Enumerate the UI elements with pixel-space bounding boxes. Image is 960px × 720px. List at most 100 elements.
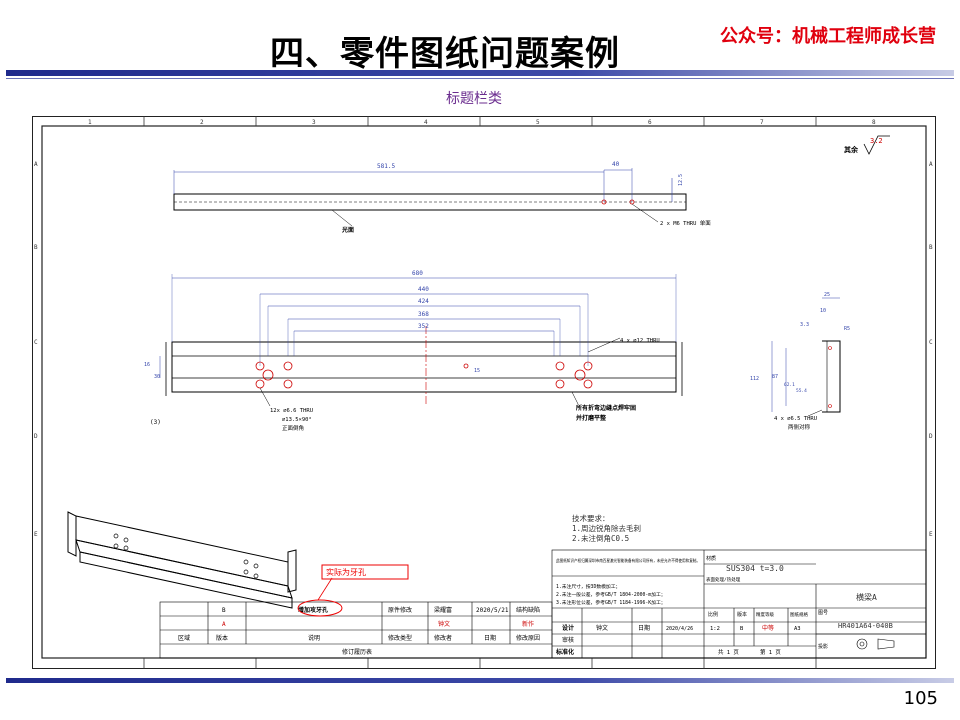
side-dim-25: 25 xyxy=(824,292,830,298)
csk-note-1: 12x ⌀6.6 THRU xyxy=(270,408,313,414)
rev-row1-type: 原件修改 xyxy=(388,606,412,614)
revision-table xyxy=(159,601,553,659)
rev-row1-reason: 结构缺陷 xyxy=(516,606,540,614)
annotation-circle xyxy=(297,599,343,617)
tb-total-pages: 共 1 页 xyxy=(718,648,739,656)
top-dim-581: 581.5 xyxy=(377,163,395,170)
top-dim-12: 12.5 xyxy=(678,174,684,186)
top-dim-40: 40 xyxy=(612,161,620,168)
tb-part-name: 横梁A xyxy=(856,592,877,602)
tech-req-2: 2.未注倒角C0.5 xyxy=(572,533,629,543)
front-dim-center: 15 xyxy=(474,368,480,374)
tech-requirements: 技术要求： 1.周边锐角除去毛刺 2.未注倒角C0.5 xyxy=(572,513,641,543)
grid-col-4: 4 xyxy=(424,119,428,126)
iso-view xyxy=(67,511,297,609)
front-hole xyxy=(583,379,593,389)
tb-scale: 1:2 xyxy=(710,626,720,632)
front-dim-left1: 16 xyxy=(144,362,150,368)
page-number: 105 xyxy=(903,688,938,709)
front-hole-note: 4 x ⌀12 THRU xyxy=(620,338,660,344)
rev-row2-who: 钟文 xyxy=(438,620,450,628)
top-view: 581.5 40 12.5 2 x M6 THRU 单面 光面 xyxy=(173,161,711,234)
title-block xyxy=(551,549,927,659)
weld-note-1: 所有折弯边缝点焊牢固 xyxy=(576,404,636,412)
grid-row-d: D xyxy=(34,433,38,440)
footer-rule xyxy=(6,678,954,683)
rev-caption: 修订履历表 xyxy=(342,648,372,656)
tech-req-title: 技术要求： xyxy=(572,513,610,523)
grid-row-b: B xyxy=(34,244,38,251)
front-hole xyxy=(283,361,293,371)
engineering-drawing: 1 2 3 4 5 6 7 8 A B C D E A B C D E 其余 3… xyxy=(32,116,936,669)
grid-row-d-right: D xyxy=(929,433,933,440)
tb-precision-label: 精度等级 xyxy=(756,611,774,618)
roughness-value: 3.2 xyxy=(870,137,883,145)
rev-hdr-date: 日期 xyxy=(484,634,496,642)
tb-part-no: HR401A64-040B xyxy=(838,622,893,630)
page-title: 四、零件图纸问题案例 xyxy=(270,34,620,74)
side-dim-10: 10 xyxy=(820,308,826,314)
tb-version-label: 版本 xyxy=(737,611,747,618)
tb-note-1: 1.未注尺寸，按3D数模加工； xyxy=(556,583,620,590)
tb-part-no-label: 图号 xyxy=(818,610,828,616)
roughness-label: 其余 xyxy=(844,145,859,154)
tb-notice: 此图纸知识产权归属深圳市南百星激光智能装备有限公司所有，未经允许不得使用和复制。 xyxy=(556,557,700,564)
side-dim-87: 87 xyxy=(772,374,778,380)
grid-col-7: 7 xyxy=(760,119,764,126)
rev-hdr-type: 修改类型 xyxy=(388,634,412,642)
side-dim-112: 112 xyxy=(750,376,759,382)
rev-row2-reason: 新作 xyxy=(522,620,534,628)
drawing-outer-frame xyxy=(32,116,936,669)
rev-row1-desc: 增加攻牙孔 xyxy=(298,606,328,614)
rev-hdr-reason: 修改原因 xyxy=(516,634,540,642)
grid-row-e: E xyxy=(34,531,38,538)
grid-col-6: 6 xyxy=(648,119,652,126)
front-hole xyxy=(555,379,565,389)
top-view-hole xyxy=(601,199,607,205)
surface-note: 光面 xyxy=(341,226,354,234)
header-rule-thin xyxy=(6,78,954,79)
grid-row-c: C xyxy=(34,339,38,346)
side-hole-note-1: 4 x ⌀6.5 THRU xyxy=(774,416,817,422)
front-hole-small xyxy=(463,363,469,369)
tb-size: A3 xyxy=(794,626,801,632)
rev-hdr-zone: 区域 xyxy=(178,634,190,642)
tb-design-label: 设计 xyxy=(562,624,574,632)
tb-designer: 钟文 xyxy=(596,624,608,632)
rev-row1-who: 梁耀富 xyxy=(434,606,452,614)
front-hole-large xyxy=(574,369,586,381)
tb-design-date: 2020/4/26 xyxy=(666,626,693,632)
rev-hdr-who: 修改者 xyxy=(434,634,452,642)
side-dim-62: 62.1 xyxy=(784,382,795,388)
grid-col-8: 8 xyxy=(872,119,876,126)
front-hole xyxy=(255,379,265,389)
tb-note-2: 2.未注一般公差，参考GB/T 1804-2000-m加工； xyxy=(556,591,666,598)
front-hole xyxy=(255,361,265,371)
tech-req-1: 1.周边锐角除去毛刺 xyxy=(572,523,641,533)
side-dim-3-3: 3.3 xyxy=(800,322,809,328)
section-subtitle: 标题栏类 xyxy=(446,91,502,107)
side-view: 25 10 3.3 R5 112 87 62.1 55.4 4 x ⌀6.5 T… xyxy=(750,292,850,431)
front-dim-left2: 30 xyxy=(154,374,160,380)
projection-symbol xyxy=(856,638,895,650)
tb-date-label: 日期 xyxy=(638,624,650,632)
grid-row-b-right: B xyxy=(929,244,933,251)
grid-col-2: 2 xyxy=(200,119,204,126)
csk-note-3: 正面倒角 xyxy=(282,424,304,432)
front-dim-total: 680 xyxy=(412,270,423,277)
tb-size-label: 图纸规格 xyxy=(790,611,808,618)
header-rule xyxy=(6,70,954,76)
grid-row-a-right: A xyxy=(929,161,933,168)
front-hole xyxy=(555,361,565,371)
front-view: 680 440 424 368 352 16 30 15 xyxy=(144,270,683,432)
front-dim-368: 368 xyxy=(418,311,429,318)
tb-version: B xyxy=(740,626,744,632)
annotation-text: 实际为牙孔 xyxy=(326,567,366,577)
grid-col-1: 1 xyxy=(88,119,92,126)
tb-note-3: 3.未注形位公差，参考GB/T 1184-1996-K加工； xyxy=(556,599,666,606)
left-ref: (3) xyxy=(150,419,161,426)
tb-material-label: 材质 xyxy=(706,555,716,562)
rev-row1-date: 2020/5/21 xyxy=(476,607,509,614)
tb-this-page: 第 1 页 xyxy=(760,648,781,656)
grid-col-5: 5 xyxy=(536,119,540,126)
